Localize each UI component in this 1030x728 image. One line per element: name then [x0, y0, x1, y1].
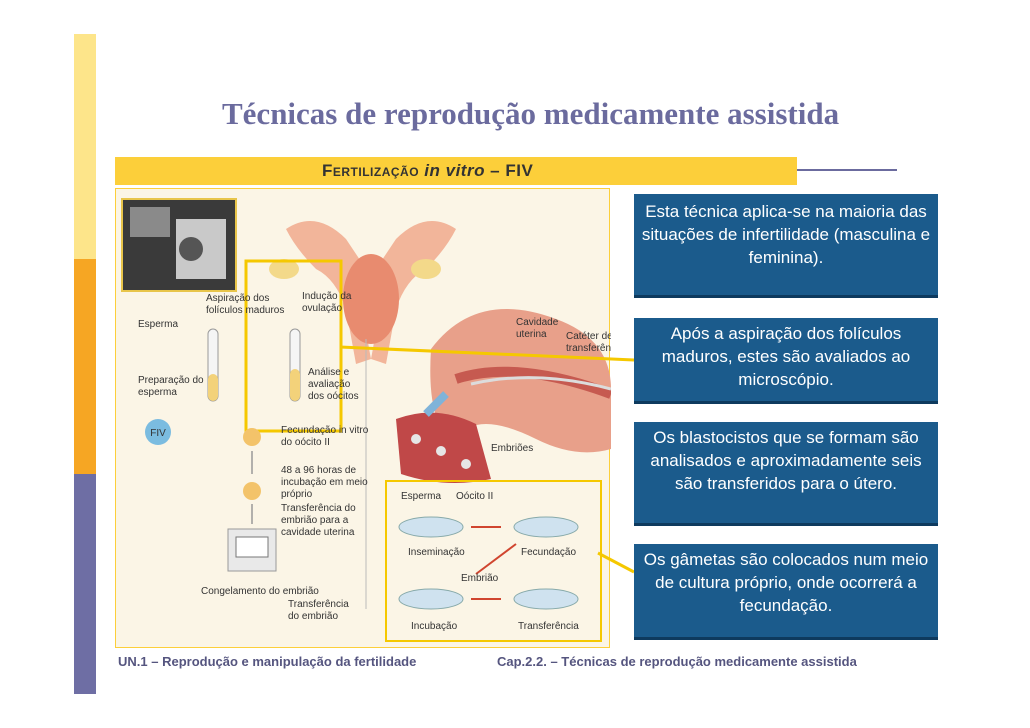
ovary-right-icon [411, 259, 441, 279]
label-aspiration: Aspiração dos [206, 293, 269, 304]
label-cavity-2: uterina [516, 329, 547, 340]
label-embryo-transfer-2: do embrião [288, 611, 338, 622]
label-inset-incubation: Incubação [411, 621, 458, 632]
label-embryos: Embriões [491, 443, 533, 454]
dish-icon [513, 588, 579, 610]
info-box-blastocysts: Os blastocistos que se formam são analis… [634, 422, 938, 526]
label-incubation: 48 a 96 horas de [281, 465, 356, 476]
embryo-dot [461, 459, 471, 469]
label-transfer: Transferência do [281, 503, 356, 514]
heading-suffix: – FIV [484, 161, 534, 180]
microscope-photo-detail [130, 207, 170, 237]
label-sperm: Esperma [138, 319, 178, 330]
dish-icon [398, 588, 464, 610]
fiv-badge-icon [145, 419, 171, 445]
label-inset-transfer: Transferência [518, 621, 579, 632]
label-inset-oocyte: Oócito II [456, 491, 493, 502]
label-fertilization: Fecundação in vitro [281, 425, 369, 436]
info-box-applicability: Esta técnica aplica-se na maioria das si… [634, 194, 938, 298]
fiv-label: FIV [150, 428, 166, 439]
sperm-tube-fill [208, 374, 218, 401]
side-bar-purple [74, 474, 96, 694]
heading-italic: in vitro [424, 161, 485, 180]
footer-chapter: Cap.2.2. – Técnicas de reprodução medica… [497, 654, 857, 669]
incubation-cell-icon [243, 482, 261, 500]
arrow-icon [475, 543, 517, 575]
label-cavity: Cavidade [516, 317, 559, 328]
label-analysis-2: avaliação [308, 379, 351, 390]
label-inset-sperm: Esperma [401, 491, 441, 502]
arrow-icon [423, 391, 449, 417]
uterus-section [430, 309, 611, 453]
label-induction-2: ovulação [302, 303, 342, 314]
label-incubation-2: incubação em meio [281, 477, 368, 488]
info-box-gametes: Os gâmetas são colocados num meio de cul… [634, 544, 938, 640]
side-bar-orange [74, 259, 96, 474]
label-transfer-2: embrião para a [281, 515, 349, 526]
label-induction: Indução da [302, 291, 352, 302]
dish-icon [398, 516, 464, 538]
label-inset-fertilization: Fecundação [521, 547, 576, 558]
label-aspiration-2: folículos maduros [206, 305, 284, 316]
section-banner [115, 157, 797, 185]
ivf-illustration: FIV Aspiração dos folículos maduros Indu… [121, 198, 611, 642]
uterus-body [343, 254, 399, 344]
side-bar-yellow [74, 34, 96, 259]
info-box-aspiration: Após a aspiração dos folículos maduros, … [634, 318, 938, 404]
label-embryo-transfer: Transferência [288, 599, 349, 610]
embryo-dot [436, 446, 446, 456]
label-embryo: Embrião [461, 573, 499, 584]
label-catheter: Catéter de [566, 331, 611, 342]
label-transfer-3: cavidade uterina [281, 527, 355, 538]
label-insemination: Inseminação [408, 547, 465, 558]
label-sperm-prep-2: esperma [138, 387, 177, 398]
label-catheter-2: transferência [566, 343, 611, 354]
inset-frame [385, 480, 602, 642]
catheter-line [470, 376, 611, 391]
fertilization-cell-icon [243, 428, 261, 446]
label-analysis: Análise e [308, 367, 350, 378]
slide-title: Técnicas de reprodução medicamente assis… [222, 96, 840, 131]
label-freezing: Congelamento do embrião [201, 586, 319, 597]
banner-divider [797, 169, 897, 171]
label-sperm-prep: Preparação do [138, 375, 204, 386]
dish-icon [513, 516, 579, 538]
connector-line [339, 345, 635, 362]
freezer-door [235, 536, 269, 558]
ivf-process-figure: FIV Aspiração dos folículos maduros Indu… [115, 188, 611, 648]
footer-unit: UN.1 – Reprodução e manipulação da ferti… [118, 654, 417, 669]
section-heading: Fertilização in vitro – FIV [322, 161, 533, 181]
connector-line [597, 551, 635, 574]
label-analysis-3: dos oócitos [308, 391, 359, 402]
heading-main: Fertilização [322, 161, 425, 180]
oocyte-tube-fill [290, 369, 300, 401]
microscope-photo-detail [179, 237, 203, 261]
uterine-cavity [454, 366, 611, 399]
embryo-dot [411, 434, 421, 444]
label-fertilization-2: do oócito II [281, 437, 330, 448]
ovary-left-icon [269, 259, 299, 279]
label-incubation-3: próprio [281, 489, 313, 500]
